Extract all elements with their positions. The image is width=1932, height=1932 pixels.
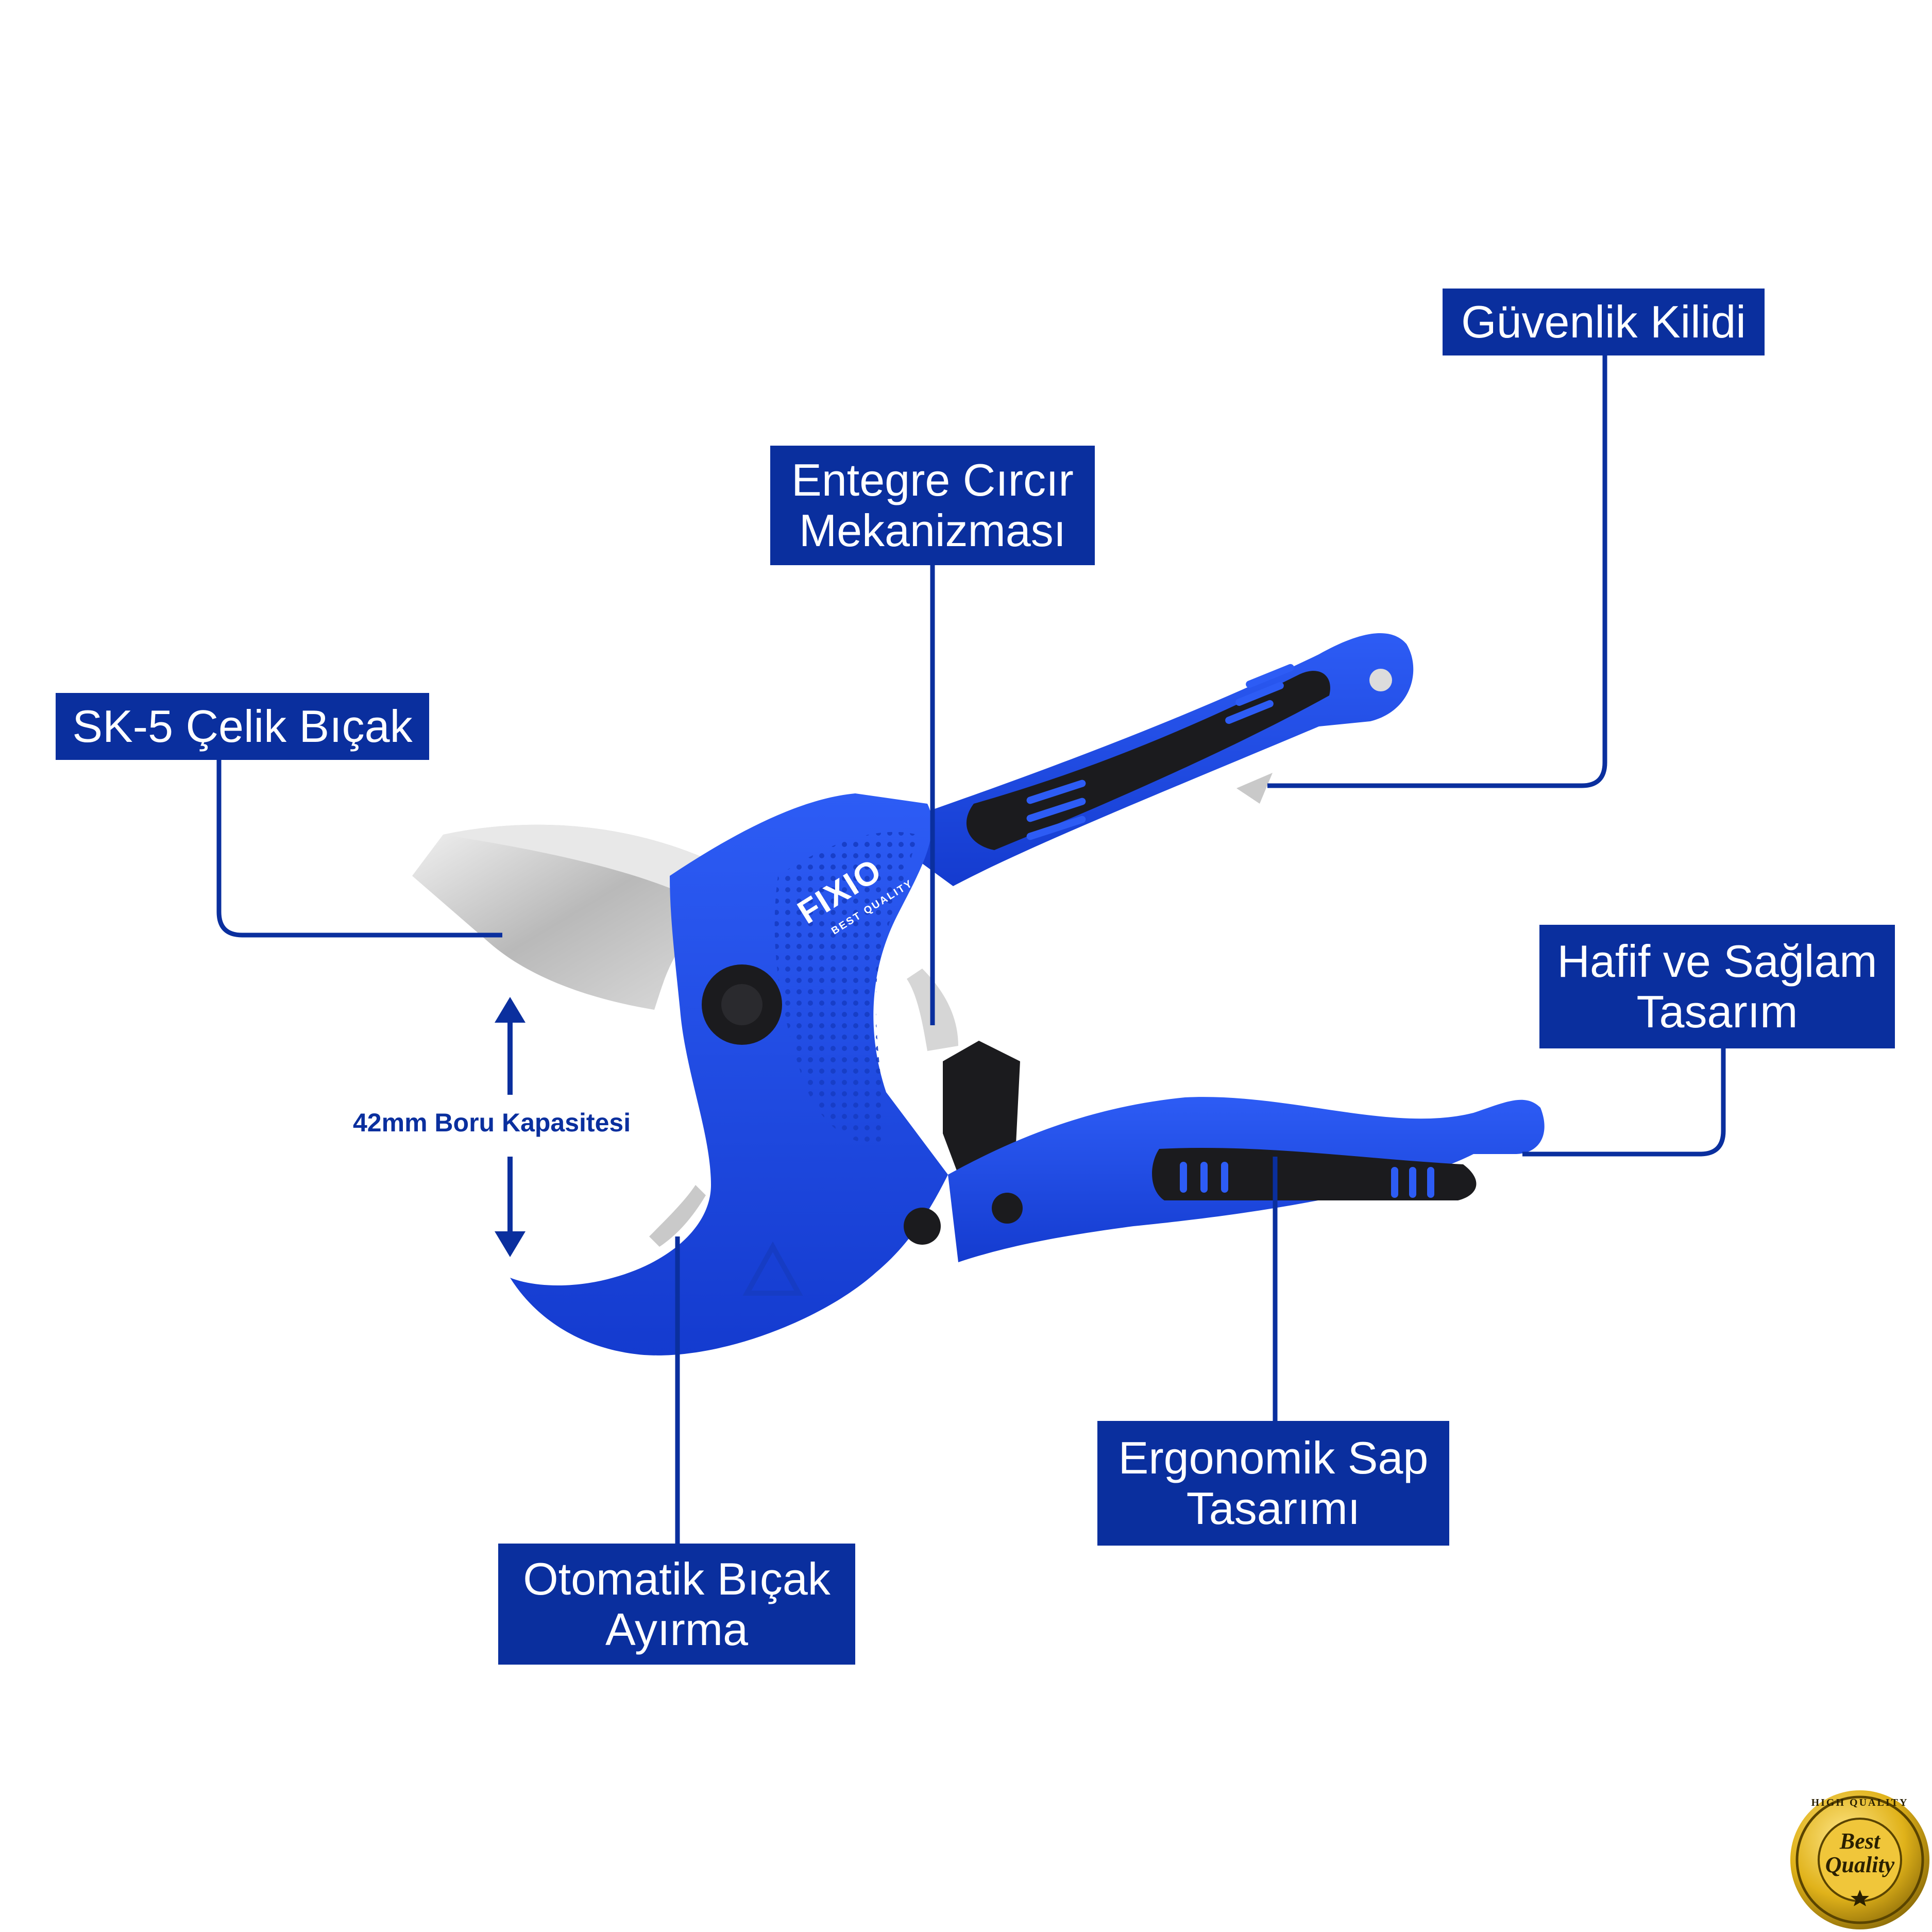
line-guvenlik: [1267, 355, 1607, 788]
seal-ring-text: HIGH QUALITY: [1811, 1797, 1909, 1808]
lower-handle: [904, 1097, 1545, 1262]
callout-ergonomik-sap: Ergonomik Sap Tasarımı: [1097, 1421, 1449, 1546]
line-hafif: [1522, 1048, 1726, 1157]
line-sk5: [216, 760, 502, 938]
callout-sk5-celik-bicak: SK-5 Çelik Bıçak: [56, 693, 429, 760]
pipe-capacity-label: 42mm Boru Kapasitesi: [353, 1108, 631, 1137]
callout-otomatik-bicak: Otomatik Bıçak Ayırma: [498, 1544, 855, 1665]
callout-guvenlik-kilidi: Güvenlik Kilidi: [1443, 289, 1765, 355]
steel-blade: [412, 824, 721, 1010]
upper-handle: [876, 633, 1414, 886]
seal-star-icon: [1851, 1890, 1869, 1906]
quality-seal: [1790, 1790, 1929, 1929]
cutter-body: [510, 793, 948, 1355]
callout-hafif-saglam: Hafif ve Sağlam Tasarım: [1539, 925, 1895, 1048]
double-arrow-icon: [495, 997, 526, 1257]
seal-quality: Quality: [1825, 1852, 1895, 1877]
seal-best: Best: [1839, 1828, 1880, 1854]
callout-lines: [216, 355, 1726, 1546]
callout-entegre-circir: Entegre Cırcır Mekanizması: [770, 446, 1095, 565]
